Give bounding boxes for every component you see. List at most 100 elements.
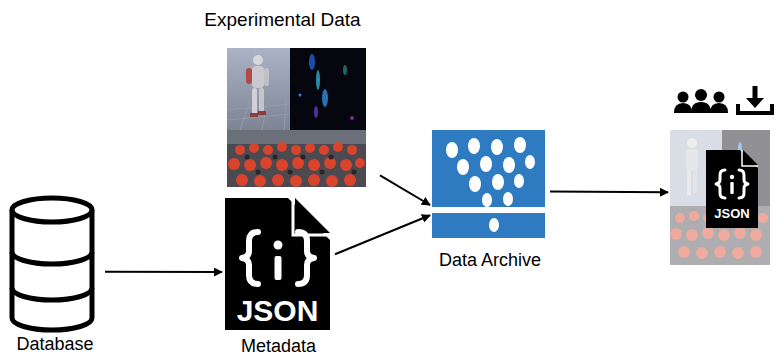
people-icon — [674, 89, 728, 113]
database-cylinder-part — [90, 210, 95, 318]
crowd-photo-part — [228, 142, 365, 187]
crowd-photo-part-part — [260, 157, 272, 169]
json-file-icon-part — [295, 198, 330, 233]
crowd-photo-part-part — [273, 155, 278, 160]
published-dataset-image-part — [730, 175, 734, 179]
crowd-photo-part-part — [347, 145, 357, 155]
node-label: Data Archive — [430, 250, 550, 271]
avatar-figure-part — [264, 68, 269, 86]
json-file-icon-part — [274, 241, 283, 250]
crowd-photo — [228, 142, 365, 187]
crowd-photo-part-part — [236, 174, 248, 186]
download-icon — [738, 86, 772, 113]
crowd-photo-part — [245, 155, 357, 175]
json-file-icon-part — [275, 256, 282, 280]
published-dataset-image-part-part — [739, 170, 748, 198]
people-icon-part — [678, 92, 689, 103]
data-archive-logo-part-part — [468, 138, 480, 154]
archive-node: Data Archive — [430, 128, 550, 276]
avatar-figure-part — [253, 55, 263, 65]
published-dataset-image-part — [742, 150, 758, 166]
avatar-figure-part — [252, 88, 257, 114]
data-archive-logo-part-part — [491, 139, 503, 155]
crowd-photo-part-part — [320, 170, 325, 175]
experimental-data-image-part — [227, 48, 290, 130]
avatar-figure-part — [258, 111, 266, 115]
people-icon-part — [695, 89, 707, 101]
experimental-data-image-part-part — [240, 100, 250, 130]
published-dataset-image — [670, 130, 770, 265]
crowd-photo-part-part — [344, 174, 356, 186]
crowd-photo-part-part — [277, 142, 287, 152]
crowd-photo-part-part — [301, 155, 306, 160]
group-title: Experimental Data — [185, 9, 380, 31]
crowd-photo-part-part — [288, 170, 293, 175]
crowd-photo-part-part — [308, 159, 320, 171]
sensor-specks-part — [350, 116, 354, 120]
data-archive-logo-part-part — [457, 159, 469, 175]
json-file-icon-part — [242, 232, 314, 284]
download-icon-part — [738, 104, 772, 113]
data-archive-logo-part-part — [489, 218, 499, 232]
file-type-text: JSON — [225, 294, 330, 329]
experimental-data-image-part — [290, 48, 366, 130]
data-archive-logo-part-part — [514, 137, 526, 153]
json-file-icon-part-part — [298, 232, 314, 284]
published-dataset-image-part — [743, 150, 758, 165]
crowd-photo-part-part — [263, 145, 273, 155]
experimental-data-image-part-part — [227, 104, 290, 110]
database-cylinder — [12, 198, 92, 330]
database-cylinder-part — [12, 252, 92, 264]
json-file-icon-part-part — [242, 232, 258, 284]
crowd-photo-part-part — [254, 175, 266, 187]
published-dataset-image-part-part — [716, 170, 725, 198]
sensor-specks — [299, 54, 355, 120]
data-archive-logo-part — [432, 137, 545, 232]
experimental-data-image — [227, 48, 366, 187]
experimental-data-image-part-part — [284, 100, 286, 130]
file-type-text: JSON — [708, 207, 756, 222]
sensor-specks-part — [343, 65, 347, 75]
crowd-photo-part-part — [355, 158, 365, 168]
data-archive-logo-part-part — [432, 207, 545, 213]
published-dataset-image-part — [706, 150, 758, 228]
published-dataset-image-part — [716, 170, 748, 198]
crowd-photo-part-part — [352, 170, 357, 175]
sensor-specks-part — [299, 94, 302, 97]
data-archive-logo-part-part — [492, 174, 504, 190]
crowd-photo-part-part — [305, 143, 315, 153]
crowd-photo-part-part — [308, 174, 320, 186]
experimental-data-image-part — [227, 100, 290, 130]
flow-arrow — [380, 175, 430, 205]
sensor-specks-part — [314, 106, 318, 118]
data-archive-logo-part-part — [514, 174, 524, 188]
data-archive-logo-part — [432, 130, 545, 238]
flow-arrow — [550, 191, 668, 194]
node-label: Database — [5, 334, 105, 355]
sensor-specks-part — [316, 70, 320, 90]
data-archive-logo-part-part — [503, 192, 513, 206]
crowd-photo-part-part — [256, 170, 261, 175]
database-cylinder-part — [12, 288, 92, 300]
metadata-node: JSONMetadata — [222, 196, 335, 358]
data-archive-logo — [432, 130, 545, 238]
avatar-figure-part — [246, 68, 252, 84]
data-archive-logo-part-part — [446, 142, 458, 158]
crowd-photo-part-part — [290, 175, 302, 187]
crowd-photo-part-part — [340, 159, 352, 171]
database-cylinder-part — [10, 210, 15, 318]
flow-arrow — [335, 215, 430, 254]
avatar-figure-part — [250, 113, 258, 117]
experimental-data-image-part — [227, 130, 366, 187]
flow-arrow — [105, 271, 222, 273]
crowd-photo-part-part — [333, 142, 343, 152]
crowd-photo-part-part — [249, 143, 259, 153]
crowd-photo-part-part — [276, 159, 288, 171]
database-cylinder-part — [12, 318, 92, 330]
sensor-specks-part — [322, 89, 328, 107]
crowd-photo-part-part — [319, 145, 329, 155]
